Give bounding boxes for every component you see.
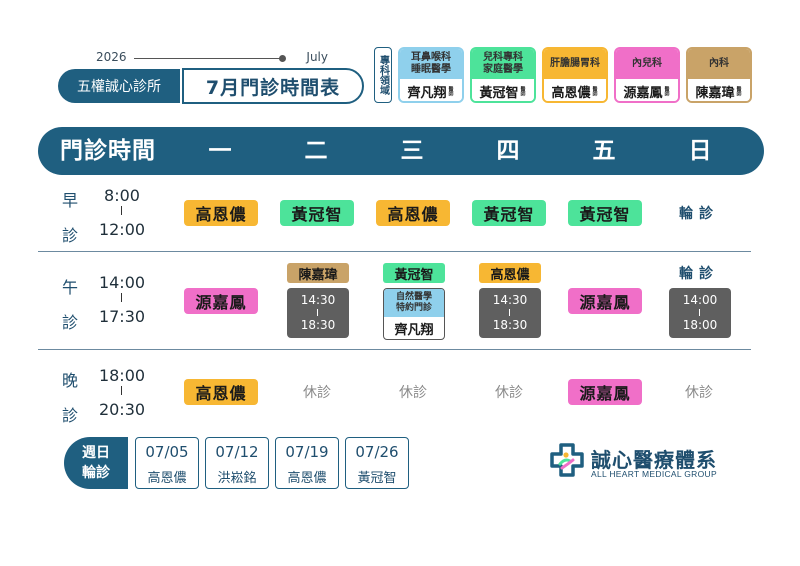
afternoon-fri-doctor: 源嘉鳳 <box>568 288 642 314</box>
afternoon-thu-doctor: 高恩儂 <box>479 263 541 283</box>
morning-tue-doctor: 黃冠智 <box>280 200 354 226</box>
day-wednesday: 三 <box>400 138 424 164</box>
day-thursday: 四 <box>496 138 520 164</box>
morning-thu-doctor: 黃冠智 <box>472 200 546 226</box>
afternoon-sun-rotation: 輪診 <box>679 266 719 282</box>
rotation-doctor: 洪崧銘 <box>217 471 257 486</box>
special-clinic-doctor: 齊凡翔 <box>394 322 434 338</box>
rotation-doctor: 高恩儂 <box>147 471 187 486</box>
afternoon-tue-hours: 14:30 18:30 <box>287 288 349 338</box>
day-sunday: 日 <box>688 138 712 164</box>
specialty-label: 專科領域 <box>374 47 392 103</box>
sunday-rotation-badge: 週日 輪診 <box>64 437 128 489</box>
special-clinic-label: 自然醫學 特約門診 <box>384 289 444 317</box>
clinic-hours-label: 門診時間 <box>60 138 156 164</box>
specialty-doctor: 源嘉鳳醫師 <box>616 79 678 101</box>
timeline-dot <box>279 55 286 62</box>
day-monday: 一 <box>208 138 232 164</box>
afternoon-tue-doctor: 陳嘉瑋 <box>287 263 349 283</box>
rotation-date: 07/12 <box>215 443 259 461</box>
specialty-doctor: 高恩儂醫師 <box>544 79 606 101</box>
evening-fri-doctor: 源嘉鳳 <box>568 379 642 405</box>
clinic-name-badge: 五權誠心診所 <box>58 69 180 103</box>
day-tuesday: 二 <box>304 138 328 164</box>
afternoon-wed-special-clinic: 自然醫學 特約門診 齊凡翔 <box>383 288 445 340</box>
evening-mon-doctor: 高恩儂 <box>184 379 258 405</box>
sunday-rotation-card: 07/26 黃冠智 <box>345 437 409 489</box>
morning-wed-doctor: 高恩儂 <box>376 200 450 226</box>
rotation-date: 07/26 <box>355 443 399 461</box>
day-friday: 五 <box>592 138 616 164</box>
specialty-field: 內科 <box>688 49 750 79</box>
morning-mon-doctor: 高恩儂 <box>184 200 258 226</box>
afternoon-wed-doctor: 黃冠智 <box>383 263 445 283</box>
rotation-doctor: 高恩儂 <box>287 471 327 486</box>
group-subtitle: ALL HEART MEDICAL GROUP <box>591 469 717 479</box>
year-label: 2026 <box>96 50 127 64</box>
specialty-field: 內兒科 <box>616 49 678 79</box>
specialty-card-chen: 內科 陳嘉瑋醫師 <box>686 47 752 103</box>
specialty-card-gao: 肝膽腸胃科 高恩儂醫師 <box>542 47 608 103</box>
morning-fri-doctor: 黃冠智 <box>568 200 642 226</box>
group-name: 誠心醫療體系 <box>591 448 717 472</box>
specialty-card-yuan: 內兒科 源嘉鳳醫師 <box>614 47 680 103</box>
month-label: July <box>306 50 328 64</box>
specialty-doctor: 齊凡翔醫師 <box>400 79 462 101</box>
rotation-date: 07/05 <box>145 443 189 461</box>
morning-sun-rotation: 輪診 <box>679 206 719 222</box>
rotation-date: 07/19 <box>285 443 329 461</box>
evening-sun-closed: 休診 <box>685 385 713 401</box>
timeline-divider <box>134 58 282 59</box>
specialty-field: 耳鼻喉科 睡眠醫學 <box>400 49 462 79</box>
schedule-header-bar: 門診時間 一 二 三 四 五 日 <box>38 127 764 175</box>
afternoon-thu-hours: 14:30 18:30 <box>479 288 541 338</box>
sunday-rotation-card: 07/12 洪崧銘 <box>205 437 269 489</box>
specialty-doctor: 陳嘉瑋醫師 <box>688 79 750 101</box>
row-divider <box>38 251 751 252</box>
row-divider <box>38 349 751 350</box>
year-month-line: 2026 July <box>96 50 328 66</box>
evening-tue-closed: 休診 <box>303 385 331 401</box>
medical-cross-hands-icon <box>550 443 584 477</box>
afternoon-sun-hours: 14:00 18:00 <box>669 288 731 338</box>
specialty-field: 肝膽腸胃科 <box>544 49 606 79</box>
specialty-card-qi: 耳鼻喉科 睡眠醫學 齊凡翔醫師 <box>398 47 464 103</box>
sunday-rotation-card: 07/05 高恩儂 <box>135 437 199 489</box>
page-title: 7月門診時間表 <box>182 68 364 104</box>
specialty-doctor: 黃冠智醫師 <box>472 79 534 101</box>
afternoon-mon-doctor: 源嘉鳳 <box>184 288 258 314</box>
specialty-card-huang: 兒科專科 家庭醫學 黃冠智醫師 <box>470 47 536 103</box>
rotation-doctor: 黃冠智 <box>357 471 397 486</box>
group-logo: 誠心醫療體系 ALL HEART MEDICAL GROUP <box>549 442 749 486</box>
evening-thu-closed: 休診 <box>495 385 523 401</box>
evening-wed-closed: 休診 <box>399 385 427 401</box>
sunday-rotation-card: 07/19 高恩儂 <box>275 437 339 489</box>
specialty-field: 兒科專科 家庭醫學 <box>472 49 534 79</box>
